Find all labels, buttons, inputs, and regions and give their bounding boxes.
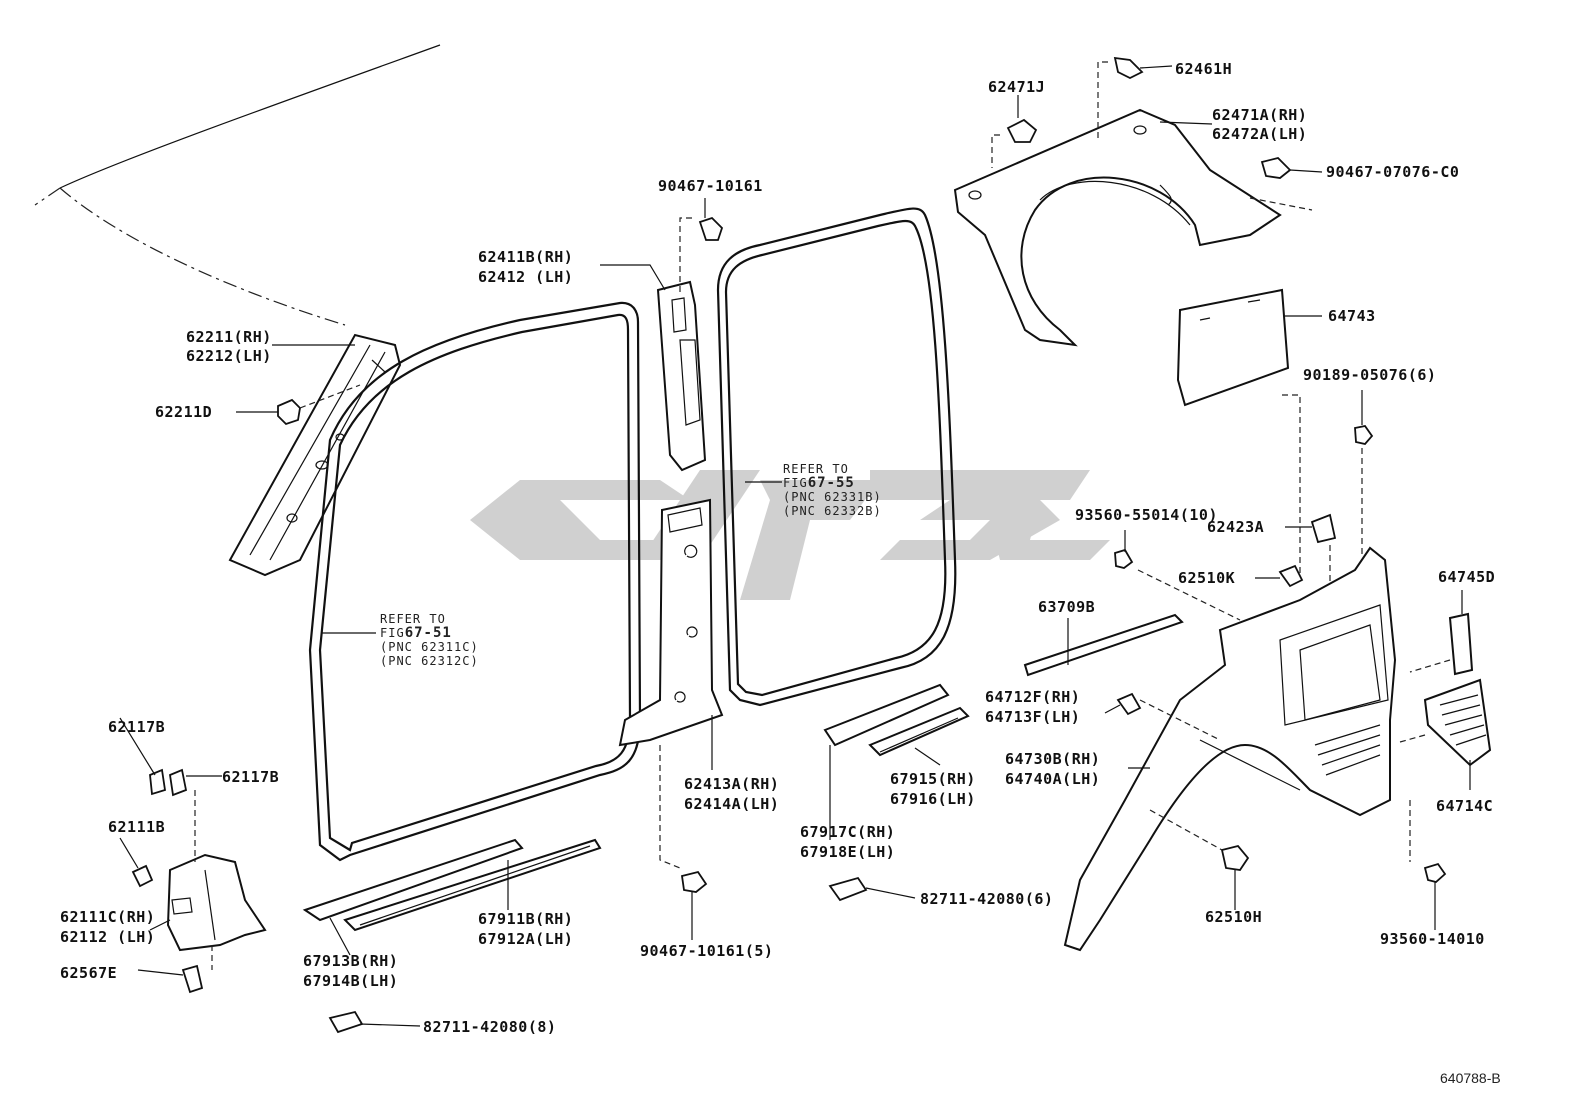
label-62211D: 62211D <box>155 403 213 421</box>
label-64743: 64743 <box>1328 307 1376 325</box>
label-64730B: 64730B(RH) <box>1005 750 1101 768</box>
label-64714C: 64714C <box>1436 797 1494 815</box>
label-63709B: 63709B <box>1038 598 1096 616</box>
label-67915: 67915(RH) <box>890 770 976 788</box>
label-62471J: 62471J <box>988 78 1046 96</box>
label-62423A: 62423A <box>1207 518 1265 536</box>
label-67911B: 67911B(RH) <box>478 910 574 928</box>
refer-front-fig-number: 67-51 <box>404 625 452 641</box>
quarter-upper-trim <box>953 108 1282 347</box>
body-outline <box>34 44 441 326</box>
screw-93560-55014 <box>1114 548 1241 621</box>
clip-62510K <box>1278 564 1304 588</box>
center-pillar-upper <box>656 280 707 472</box>
label-67914B: 67914B(LH) <box>303 972 399 990</box>
refer-rear-pnc1: (PNC 62331B) <box>783 490 882 504</box>
label-90467-10161-top: 90467-10161 <box>658 177 763 195</box>
cover-64714C <box>1399 678 1492 767</box>
clip-62471J <box>991 118 1038 168</box>
label-62567E: 62567E <box>60 964 118 982</box>
label-82711-42080-8: 82711-42080(8) <box>423 1018 557 1036</box>
cover-64743 <box>1176 288 1301 580</box>
rear-door-weatherstrip <box>716 207 957 707</box>
center-pillar-lower <box>618 498 724 747</box>
label-64740A: 64740A(LH) <box>1005 770 1101 788</box>
fastener-82711-rear <box>828 876 868 902</box>
leader-lines <box>119 65 1471 1027</box>
front-pillar-garnish <box>228 333 402 577</box>
clips-left <box>131 768 213 994</box>
drawing-number: 640788-B <box>1440 1070 1501 1086</box>
label-62111B: 62111B <box>108 818 166 836</box>
refer-front-pnc1: (PNC 62311C) <box>380 640 479 654</box>
clip-90467-07076 <box>1249 157 1313 211</box>
screw-93560-14010 <box>1409 800 1447 883</box>
front-door-weatherstrip <box>308 301 642 862</box>
label-62471A: 62471A(RH) <box>1212 106 1308 124</box>
label-62510H: 62510H <box>1205 908 1263 926</box>
label-90467-07076: 90467-07076-C0 <box>1326 163 1460 181</box>
label-93560-55014: 93560-55014(10) <box>1075 506 1218 524</box>
refer-front-fig: FIG67-51 <box>380 626 479 640</box>
refer-front-pnc2: (PNC 62312C) <box>380 654 479 668</box>
label-67918E: 67918E(LH) <box>800 843 896 861</box>
front-scuff-plate <box>302 838 602 932</box>
refer-rear-pnc2: (PNC 62332B) <box>783 504 882 518</box>
label-62212: 62212(LH) <box>186 347 272 365</box>
label-67917C: 67917C(RH) <box>800 823 896 841</box>
label-62413A: 62413A(RH) <box>684 775 780 793</box>
label-62472A: 62472A(LH) <box>1212 125 1308 143</box>
bracket-64745D <box>1409 612 1474 676</box>
label-93560-14010: 93560-14010 <box>1380 930 1485 948</box>
label-90467-10161-5: 90467-10161(5) <box>640 942 774 960</box>
clip-62211D <box>277 384 361 426</box>
screw-90189 <box>1354 425 1374 555</box>
refer-front-fig-prefix: FIG <box>380 626 405 640</box>
fastener-82711-front <box>328 1010 364 1034</box>
clip-64712F <box>1116 692 1142 716</box>
clip-90467-top <box>679 216 724 295</box>
label-62412: 62412 (LH) <box>478 268 574 286</box>
label-62211: 62211(RH) <box>186 328 272 346</box>
refer-rear-fig-prefix: FIG <box>783 476 808 490</box>
label-67916: 67916(LH) <box>890 790 976 808</box>
label-62117B-a: 62117B <box>108 718 166 736</box>
rear-scuff-plate <box>823 683 970 840</box>
label-62111C: 62111C(RH) <box>60 908 156 926</box>
label-64712F: 64712F(RH) <box>985 688 1081 706</box>
clip-90467-lower <box>659 745 708 893</box>
label-62411B: 62411B(RH) <box>478 248 574 266</box>
label-62510K: 62510K <box>1178 569 1236 587</box>
clip-62510H <box>1149 809 1250 871</box>
label-62461H: 62461H <box>1175 60 1233 78</box>
refer-front-line1: REFER TO <box>380 612 446 626</box>
quarter-lower-trim <box>1063 546 1397 952</box>
label-67913B: 67913B(RH) <box>303 952 399 970</box>
clip-62461H <box>1097 56 1144 140</box>
label-62112: 62112 (LH) <box>60 928 156 946</box>
cowl-side-trim <box>166 853 267 952</box>
label-90189-05076: 90189-05076(6) <box>1303 366 1437 384</box>
refer-note-rear: REFER TO FIG67-55 (PNC 62331B) (PNC 6233… <box>783 462 882 518</box>
refer-rear-line1: REFER TO <box>783 462 849 476</box>
refer-rear-fig-number: 67-55 <box>807 475 855 491</box>
label-62414A: 62414A(LH) <box>684 795 780 813</box>
label-62117B-b: 62117B <box>222 768 280 786</box>
strip-63709B <box>1023 613 1184 677</box>
label-67912A: 67912A(LH) <box>478 930 574 948</box>
refer-rear-fig: FIG67-55 <box>783 476 882 490</box>
label-64745D: 64745D <box>1438 568 1496 586</box>
label-82711-42080-6: 82711-42080(6) <box>920 890 1054 908</box>
label-64713F: 64713F(LH) <box>985 708 1081 726</box>
refer-note-front: REFER TO FIG67-51 (PNC 62311C) (PNC 6231… <box>380 612 479 668</box>
